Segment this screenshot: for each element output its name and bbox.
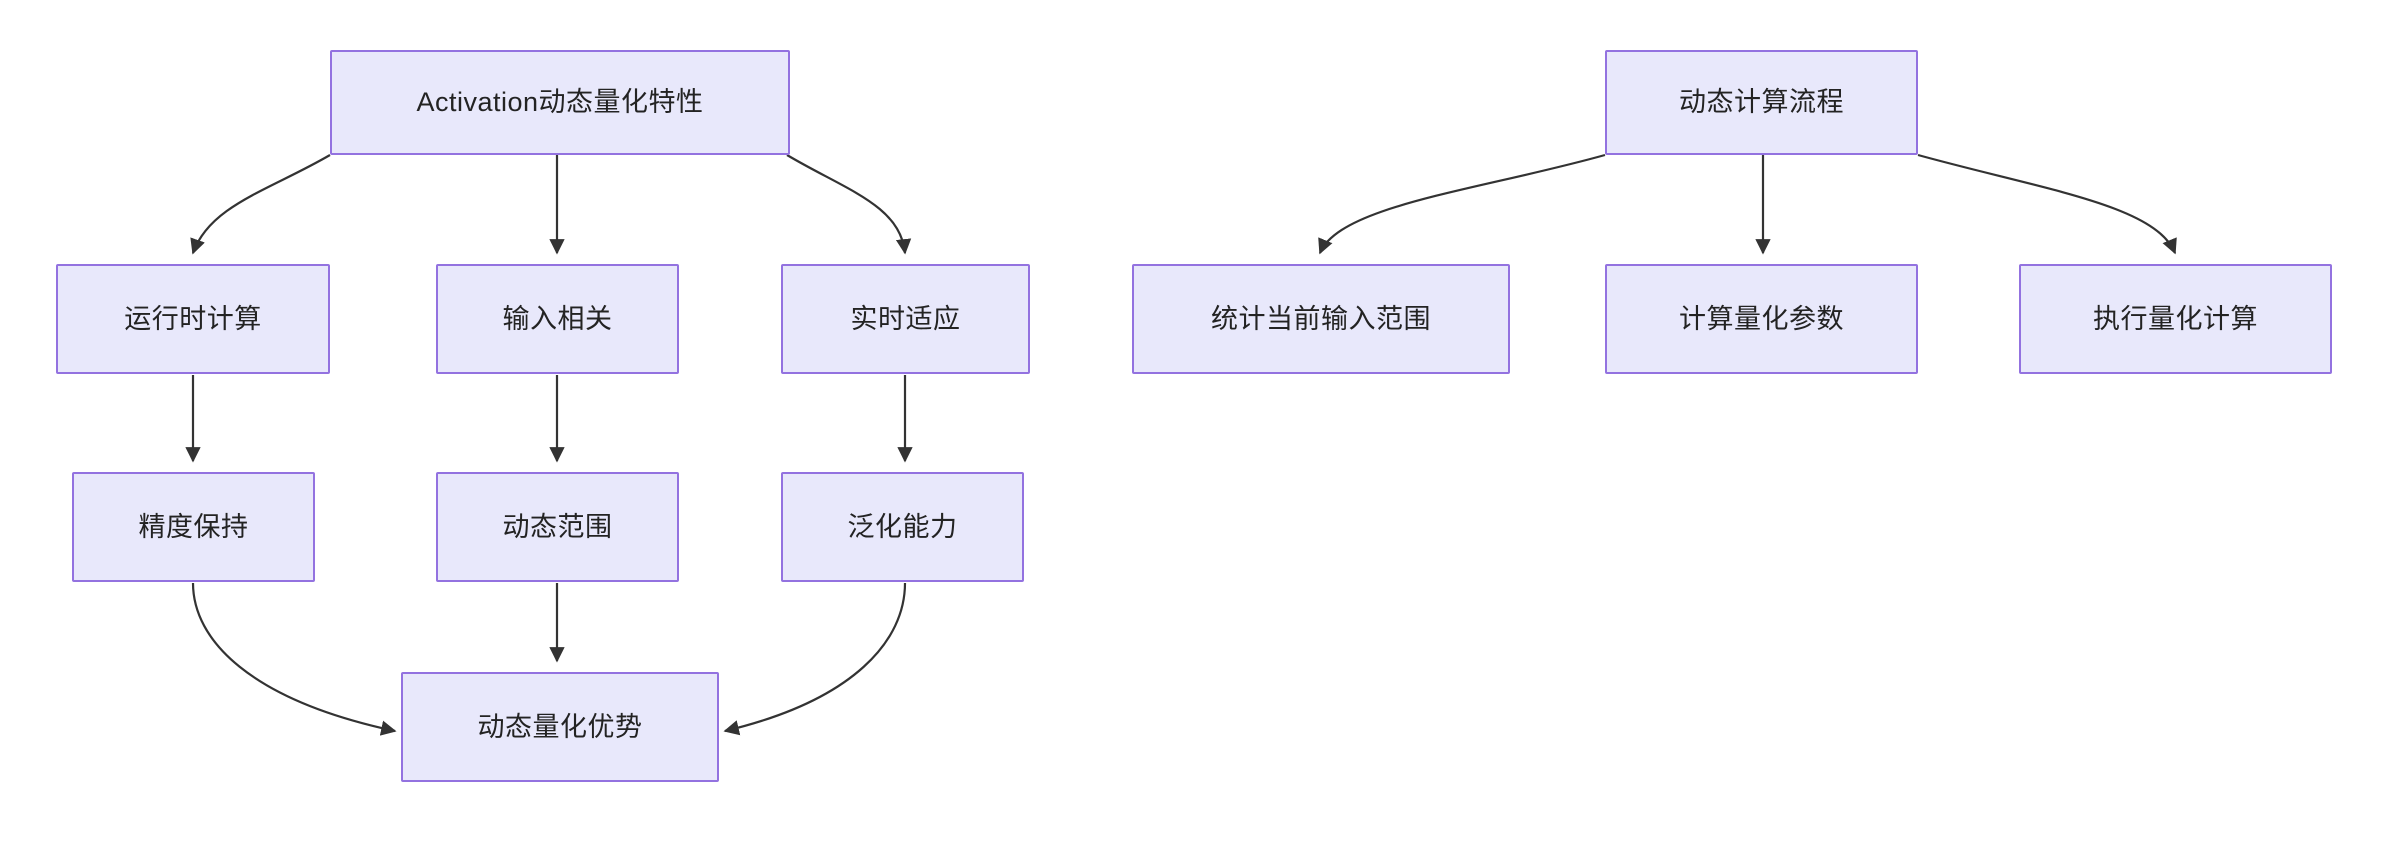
- node-label: 动态量化优势: [477, 711, 643, 742]
- node-label: 运行时计算: [124, 303, 262, 334]
- node-label: 动态范围: [502, 511, 613, 542]
- node-activation-dynamic-quant-feature[interactable]: Activation动态量化特性: [330, 50, 790, 155]
- node-runtime-compute[interactable]: 运行时计算: [56, 264, 330, 374]
- edge-n7-n8: [723, 582, 907, 736]
- node-generalization-ability[interactable]: 泛化能力: [781, 472, 1024, 582]
- node-label: 计算量化参数: [1679, 303, 1844, 334]
- node-execute-quant-compute[interactable]: 执行量化计算: [2019, 264, 2332, 374]
- edge-n1-n4: [786, 154, 912, 255]
- edge-n5-n8: [191, 582, 397, 736]
- node-label: Activation动态量化特性: [416, 87, 704, 118]
- edge-n1-n2: [190, 154, 331, 255]
- node-label: 精度保持: [138, 511, 249, 542]
- edge-m1-m4: [1917, 153, 2177, 255]
- node-label: 统计当前输入范围: [1211, 303, 1431, 334]
- node-label: 动态计算流程: [1679, 87, 1844, 118]
- node-label: 泛化能力: [847, 511, 958, 542]
- node-dynamic-compute-flow[interactable]: 动态计算流程: [1605, 50, 1918, 155]
- node-realtime-adaptation[interactable]: 实时适应: [781, 264, 1030, 374]
- edge-m1-m2: [1318, 153, 1606, 255]
- node-dynamic-quant-advantage[interactable]: 动态量化优势: [401, 672, 719, 782]
- node-label: 实时适应: [850, 303, 961, 334]
- node-precision-retention[interactable]: 精度保持: [72, 472, 315, 582]
- node-dynamic-range[interactable]: 动态范围: [436, 472, 679, 582]
- node-label: 执行量化计算: [2093, 303, 2258, 334]
- node-input-dependent[interactable]: 输入相关: [436, 264, 679, 374]
- node-collect-input-range[interactable]: 统计当前输入范围: [1132, 264, 1510, 374]
- node-compute-quant-params[interactable]: 计算量化参数: [1605, 264, 1918, 374]
- node-label: 输入相关: [502, 303, 613, 334]
